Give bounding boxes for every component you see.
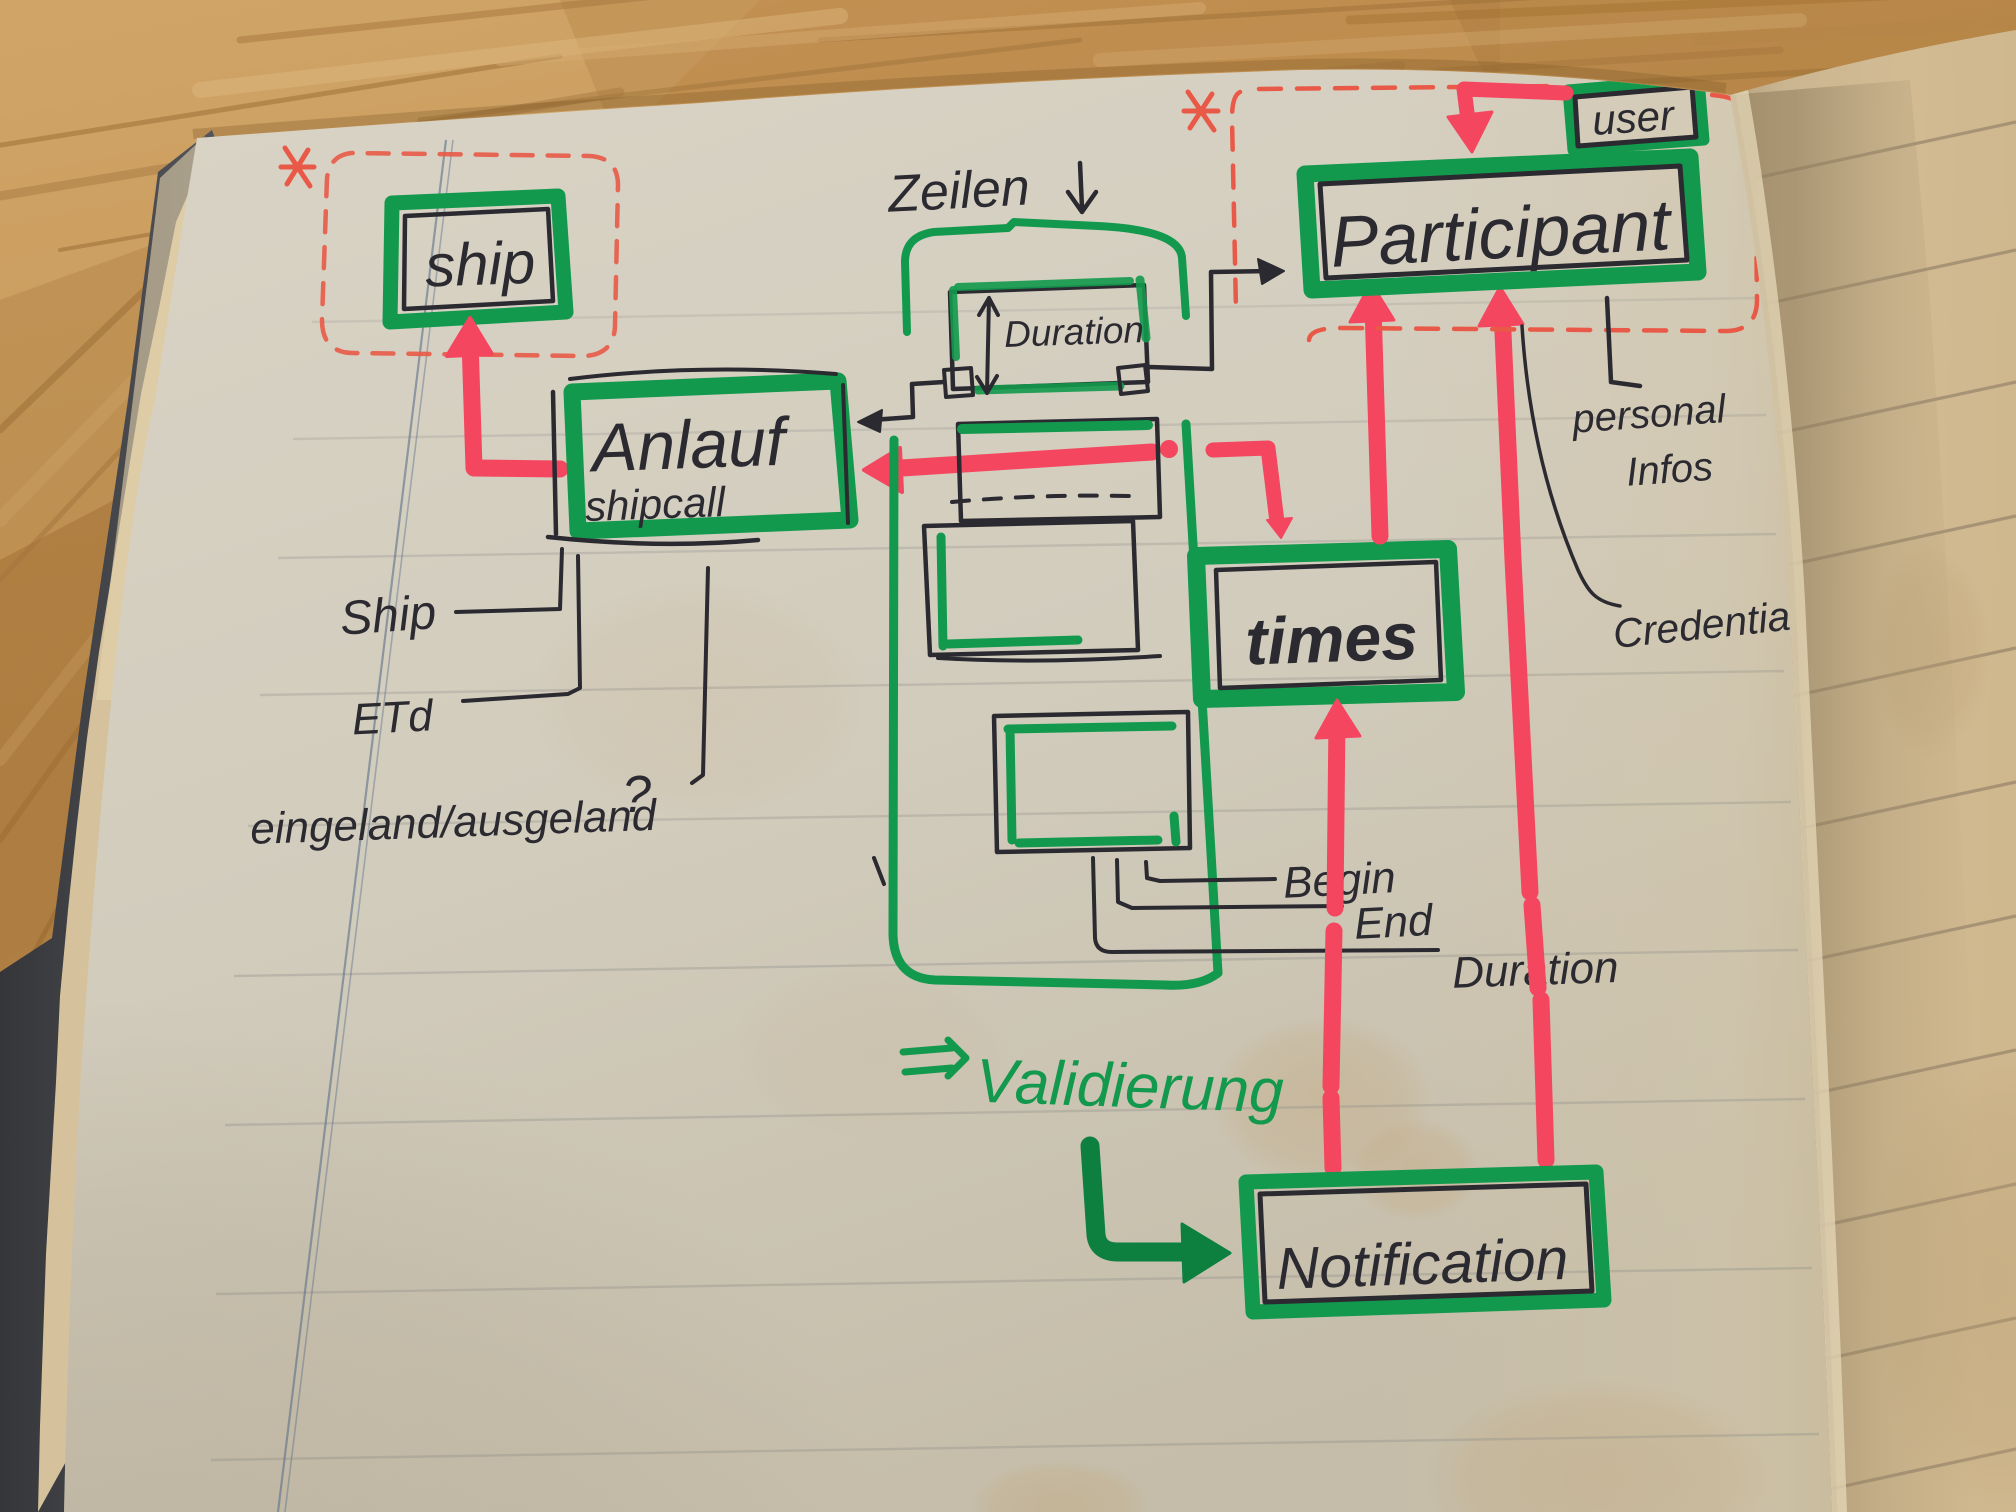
svg-text:personal: personal (1570, 387, 1728, 442)
svg-text:?: ? (622, 766, 651, 824)
svg-text:Notification: Notification (1275, 1226, 1569, 1302)
svg-text:Ship: Ship (338, 586, 438, 646)
svg-text:End: End (1353, 896, 1435, 949)
svg-text:shipcall: shipcall (584, 478, 727, 530)
svg-text:Zeilen: Zeilen (885, 158, 1031, 223)
svg-text:Infos: Infos (1625, 445, 1715, 495)
svg-text:times: times (1244, 599, 1419, 679)
svg-text:Duration: Duration (1003, 309, 1144, 355)
svg-text:Anlauf: Anlauf (587, 404, 792, 487)
svg-text:user: user (1591, 91, 1678, 144)
svg-text:Validierung: Validierung (975, 1047, 1285, 1127)
svg-text:Participant: Participant (1328, 185, 1675, 283)
svg-text:ship: ship (424, 229, 536, 300)
svg-text:ETd: ETd (351, 691, 436, 744)
